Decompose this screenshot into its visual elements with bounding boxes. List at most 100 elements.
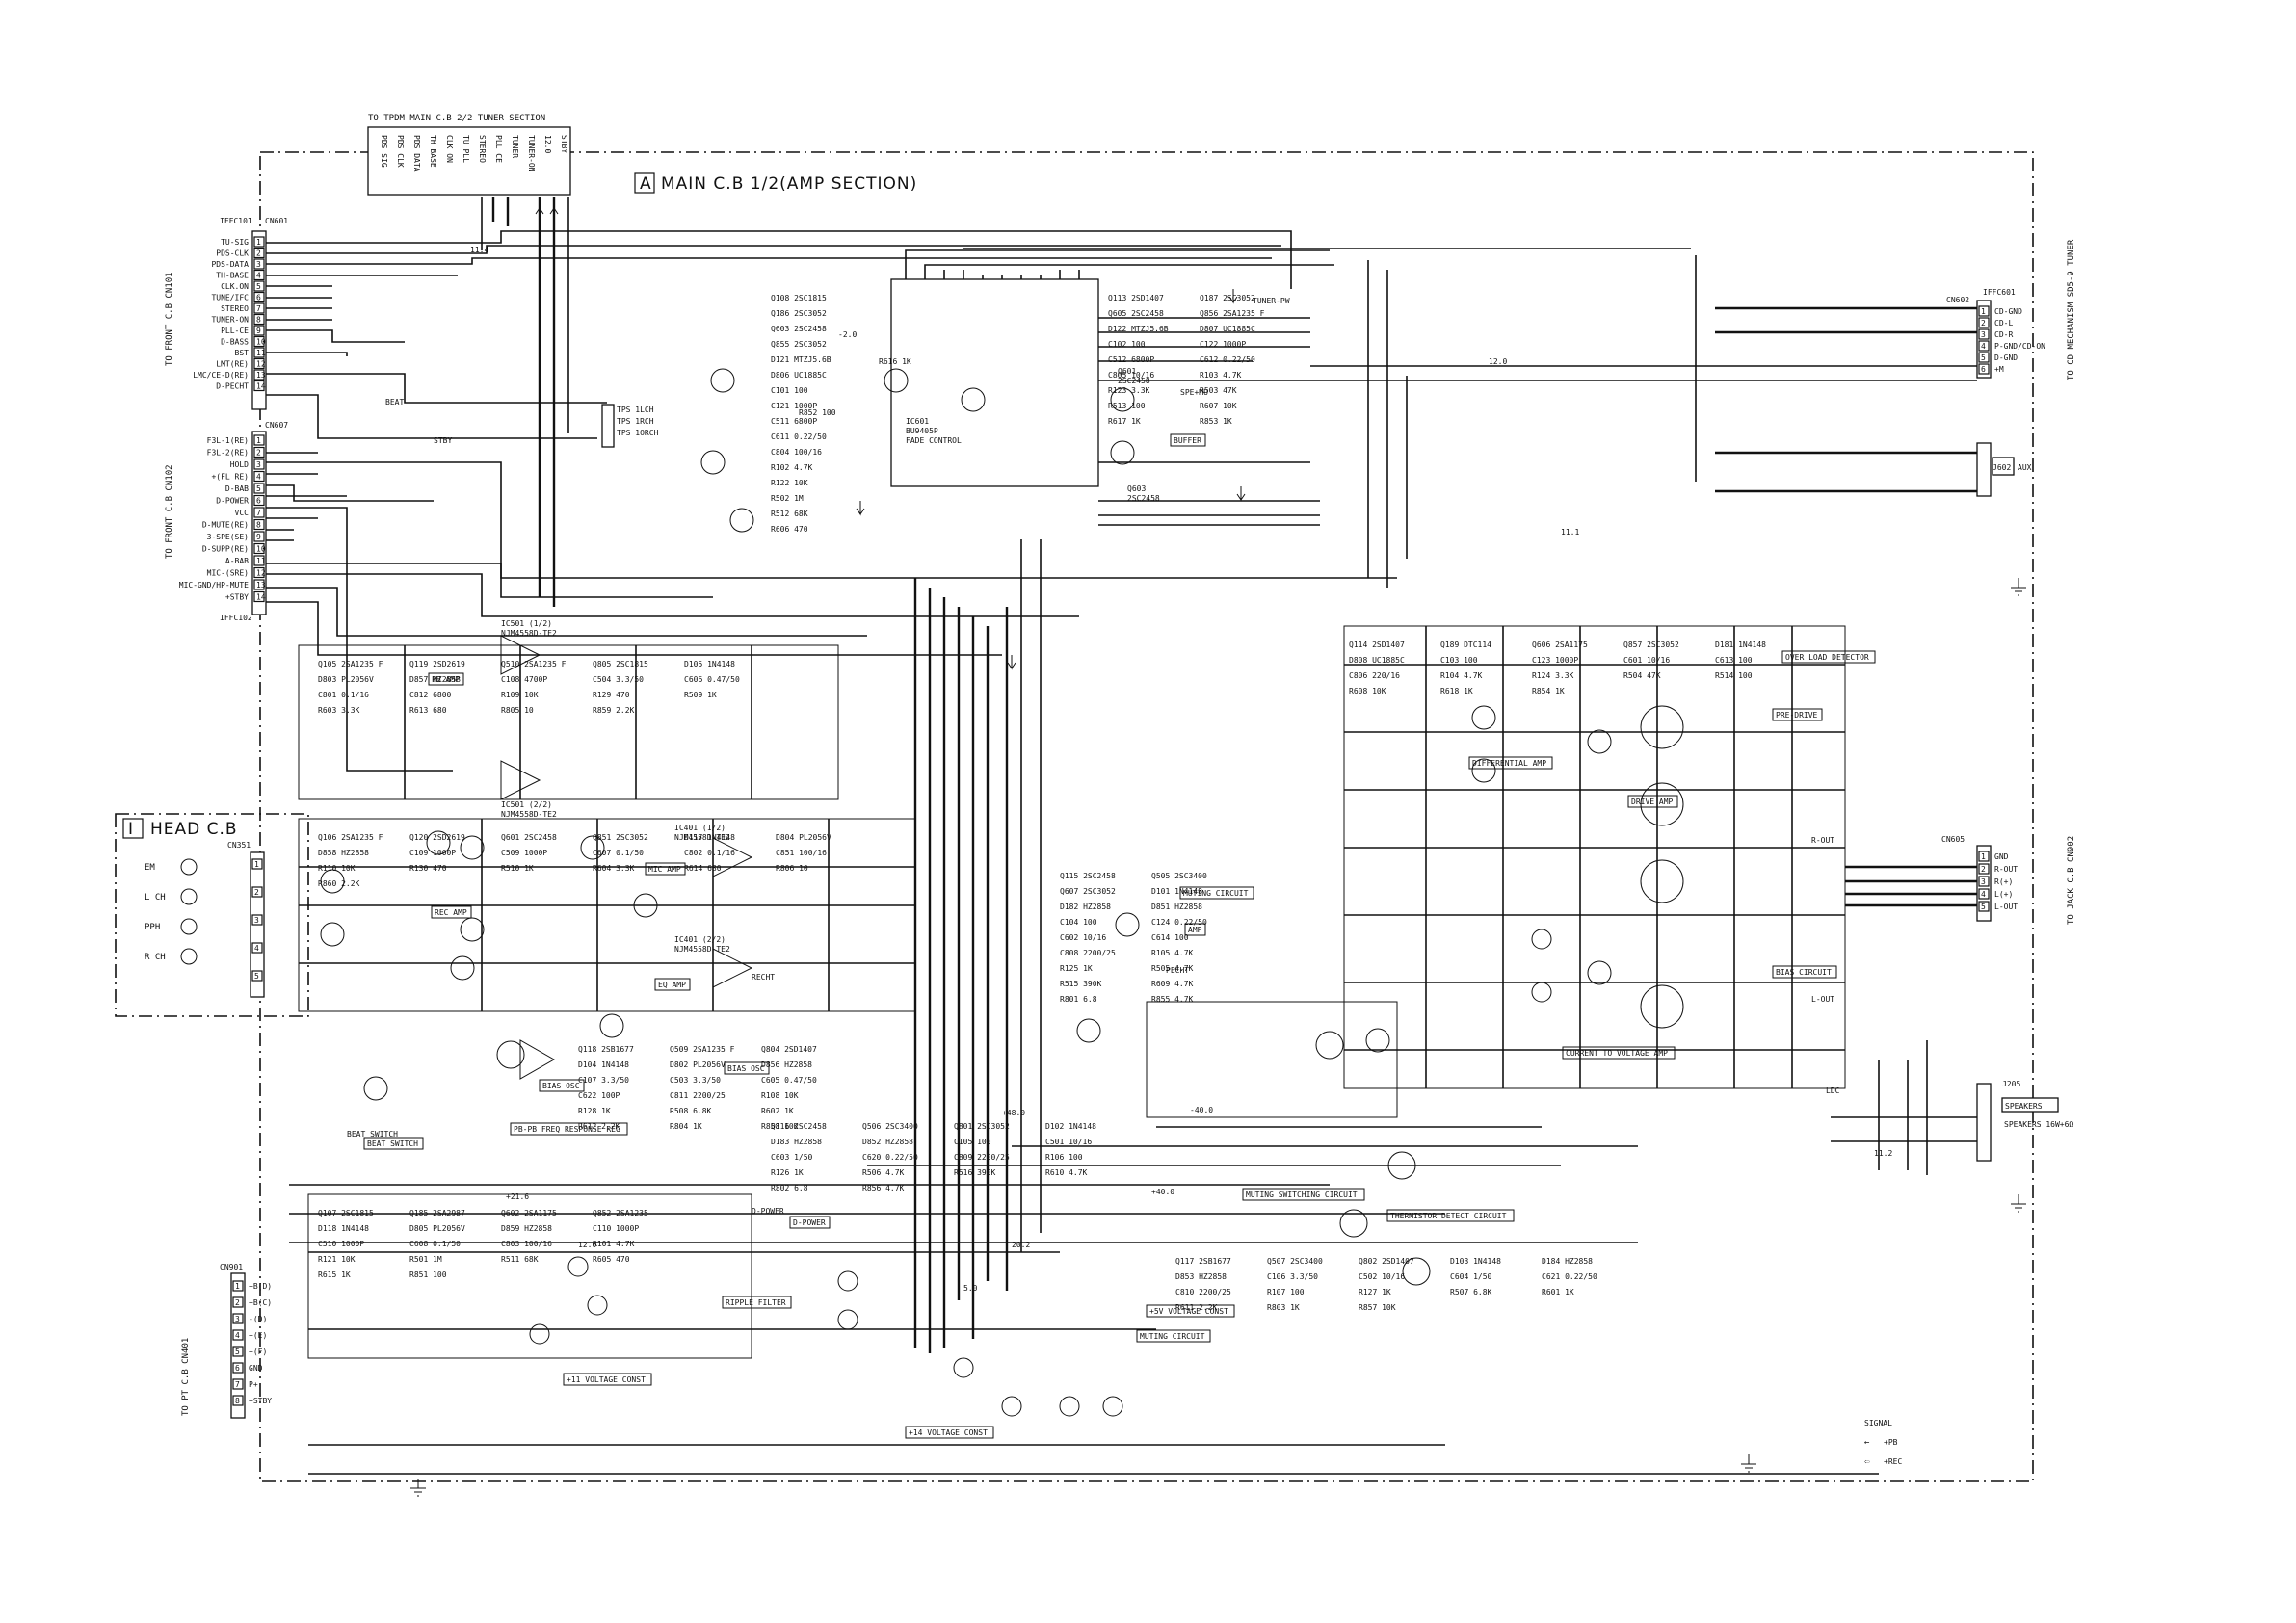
component-label: R857 10K bbox=[1359, 1303, 1396, 1312]
block-tag: OVER LOAD DETECTOR bbox=[1785, 653, 1869, 662]
component-label: C606 0.47/50 bbox=[684, 675, 740, 684]
cn901-pin-6-number: 6 bbox=[235, 1364, 240, 1373]
component-label: C602 10/16 bbox=[1060, 933, 1106, 942]
cn607-pin-6-number: 6 bbox=[256, 497, 261, 506]
cn607-pin-label: D-POWER bbox=[216, 497, 249, 506]
cn602-pin-2-box bbox=[1978, 317, 1990, 328]
head-port-3 bbox=[180, 918, 198, 935]
component-label: R855 4.7K bbox=[1151, 995, 1194, 1004]
tuner-pin-label: 12.0 bbox=[543, 135, 552, 153]
component-label: Q802 2SD1407 bbox=[1359, 1257, 1414, 1266]
cn601-pin-label: BST bbox=[235, 349, 250, 357]
block-tag: +14 VOLTAGE CONST bbox=[909, 1428, 988, 1437]
cn602-dest: TO CD MECHANISM SD5-9 TUNER bbox=[2067, 239, 2076, 380]
component-label: R504 47K bbox=[1623, 671, 1661, 680]
cn607-pin-5-number: 5 bbox=[256, 484, 261, 493]
component-label: C108 4700P bbox=[501, 675, 547, 684]
voltage-label: -40.0 bbox=[1190, 1106, 1213, 1114]
ic-ref: Q601 bbox=[1118, 367, 1136, 376]
voltage-label: 12.0 bbox=[578, 1241, 596, 1249]
component-label: Q105 2SA1235 F bbox=[318, 660, 383, 668]
component-label: D121 MTZJ5.6B bbox=[771, 355, 831, 364]
cn901-pin-6-box bbox=[232, 1362, 244, 1374]
component-label: D122 MTZJ5.6B bbox=[1108, 325, 1169, 333]
component-label: R617 1K bbox=[1108, 417, 1141, 426]
component-label: R858 10K bbox=[761, 1122, 799, 1131]
component-label: R128 1K bbox=[578, 1107, 611, 1115]
cn601-pin-7-number: 7 bbox=[256, 304, 261, 313]
cn607-pin-10-box bbox=[253, 542, 265, 555]
cn601-pin-label: TUNER-ON bbox=[211, 316, 249, 325]
component-label: C805 10/16 bbox=[1108, 371, 1154, 380]
component-label: R513 100 bbox=[1108, 402, 1146, 410]
cn601-pin-1-number: 1 bbox=[256, 238, 261, 247]
component-label: C504 3.3/50 bbox=[593, 675, 644, 684]
cn607-pin-10-number: 10 bbox=[256, 545, 266, 554]
component-label: C802 0.1/16 bbox=[684, 849, 735, 857]
cn602-pin-label: CD-GND bbox=[1994, 307, 2022, 316]
component-label: C123 1000P bbox=[1532, 656, 1578, 665]
cn351-pin-4-box bbox=[251, 942, 263, 954]
cn901-pin-8-box bbox=[232, 1395, 244, 1406]
main-title-letter: A bbox=[640, 174, 652, 194]
cn901-pin-label: +B(D) bbox=[249, 1282, 272, 1291]
component-label: C803 100/16 bbox=[501, 1240, 552, 1248]
component-label: C601 10/16 bbox=[1623, 656, 1670, 665]
component-label: R503 47K bbox=[1200, 386, 1237, 395]
muting-region bbox=[1146, 1001, 1398, 1118]
block-tag-frame bbox=[1772, 708, 1823, 721]
block-tag: EQ AMP bbox=[658, 981, 686, 989]
component-label: D858 HZ2858 bbox=[318, 849, 369, 857]
component-label: R127 1K bbox=[1359, 1288, 1391, 1296]
j602-name: J602 bbox=[1993, 463, 2011, 472]
component-label: R122 10K bbox=[771, 479, 808, 487]
component-label: R129 470 bbox=[593, 691, 630, 699]
component-label: C809 2200/25 bbox=[954, 1153, 1010, 1162]
ic-role: FADE CONTROL bbox=[906, 436, 962, 445]
cn901-pin-4-box bbox=[232, 1329, 244, 1341]
component-label: Q509 2SA1235 F bbox=[670, 1045, 735, 1054]
voltage-label: 11.4 bbox=[470, 246, 488, 254]
note-label: LDC bbox=[1826, 1086, 1840, 1095]
cn602-pin-5-number: 5 bbox=[1981, 353, 1986, 362]
cn607-pin-9-number: 9 bbox=[256, 533, 261, 541]
block-tag-frame bbox=[654, 978, 691, 991]
component-label: Q107 2SC1815 bbox=[318, 1209, 374, 1217]
cn607-pin-8-box bbox=[253, 518, 265, 531]
cn601-pin-13-box bbox=[253, 369, 265, 380]
cn607-pin-4-number: 4 bbox=[256, 473, 261, 482]
ic-ref: IC401 (2/2) bbox=[674, 935, 726, 944]
cn602-side: IFFC601 bbox=[1983, 288, 2016, 297]
block-tag-frame bbox=[1179, 886, 1254, 900]
cn601-pin-9-box bbox=[253, 325, 265, 336]
component-label: C613 100 bbox=[1715, 656, 1753, 665]
component-label: D807 UC1885C bbox=[1200, 325, 1255, 333]
note-label: RECHT bbox=[752, 973, 775, 982]
ic-part: NJM4558D-TE2 bbox=[501, 810, 557, 819]
cn605-pin-label: GND bbox=[1994, 852, 2009, 861]
cn607-pin-1-box bbox=[253, 434, 265, 446]
cn607-pin-9-box bbox=[253, 531, 265, 542]
cn607-name: CN607 bbox=[265, 421, 288, 430]
cn901-pin-2-box bbox=[232, 1296, 244, 1308]
component-label: C812 6800 bbox=[409, 691, 452, 699]
connector-j602: J602 AUX bbox=[1976, 442, 2032, 497]
cn351-pin-1-number: 1 bbox=[254, 860, 259, 869]
cn601-pin-8-number: 8 bbox=[256, 316, 261, 325]
voltage-label: 11.2 bbox=[1874, 1149, 1892, 1158]
cn607-pin-4-box bbox=[253, 470, 265, 483]
cn607-pin-14-number: 14 bbox=[256, 593, 266, 602]
component-label: R602 1K bbox=[761, 1107, 794, 1115]
cn607-pin-1-number: 1 bbox=[256, 436, 261, 445]
component-label: R601 1K bbox=[1542, 1288, 1574, 1296]
component-label: R853 1K bbox=[1200, 417, 1232, 426]
component-label: R859 2.2K bbox=[593, 706, 635, 715]
ic-ref: IC501 (1/2) bbox=[501, 619, 552, 628]
cn601-pin-8-box bbox=[253, 313, 265, 326]
block-tag-frame bbox=[1242, 1188, 1365, 1201]
component-label: C620 0.22/50 bbox=[862, 1153, 918, 1162]
cn601-pin-6-box bbox=[253, 291, 265, 303]
cn602-pin-4-number: 4 bbox=[1981, 342, 1986, 351]
